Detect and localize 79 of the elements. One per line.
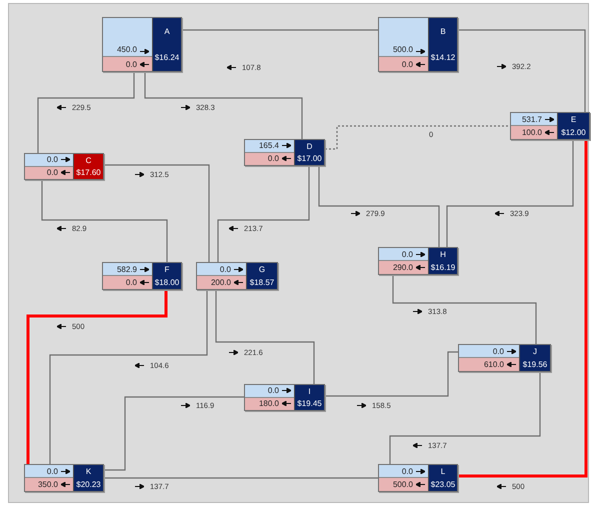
generation-value: 582.9 [116,264,137,274]
transmission-line [389,372,541,464]
bus-name: B [440,26,446,36]
bus-box [244,384,325,411]
price-label: $23.05 [430,480,456,489]
bus-box [196,262,278,290]
bus-box [244,139,325,166]
congested-line [26,290,168,464]
bus-box [458,344,551,372]
generation-value: 0.0 [402,466,413,476]
price-label: $12.00 [561,128,586,137]
load-value: 0.0 [268,154,279,164]
bus-box [24,464,104,492]
generation-value: 0.0 [402,250,413,258]
load-value: 180.0 [258,399,279,408]
bus-name: J [533,347,537,356]
generation-value: 0.0 [46,466,58,476]
load-value: 500.0 [392,480,413,489]
load-value: 0.0 [126,278,137,287]
transmission-line [104,477,378,479]
transmission-line [104,396,244,471]
generation-value: 0.0 [220,264,231,274]
generation-value: 0.0 [268,386,279,396]
generation-value: 500.0 [392,45,413,54]
price-label: $19.56 [522,360,548,369]
bus-name: D [306,142,312,151]
transmission-line [458,29,586,112]
load-value: 0.0 [46,168,58,178]
transmission-line [182,29,378,31]
bus-box [24,153,104,180]
load-value: 100.0 [522,128,542,137]
bus-name: A [164,26,170,36]
load-value: 0.0 [402,60,413,68]
bus-name: H [440,250,446,259]
bus-name: L [440,467,446,476]
price-label: $17.00 [297,154,322,164]
generation-value: 165.4 [258,141,279,150]
bus-box [102,17,182,72]
generation-value: 0.0 [46,155,58,164]
bus-name: I [308,386,311,396]
price-label: $14.12 [430,53,456,62]
load-value: 0.0 [126,60,137,68]
transmission-line [325,351,458,397]
bus-box [378,17,458,72]
congested-line [458,140,588,478]
transmission-line [104,164,210,262]
load-value: 350.0 [38,480,58,489]
bus-name: E [570,115,576,124]
transmission-line [37,72,135,153]
load-value: 200.0 [210,278,231,287]
bus-name: G [258,265,266,274]
bus-box [102,262,182,290]
generation-value: 450.0 [116,45,137,54]
bus-name: K [86,467,92,476]
bus-name: F [164,265,170,274]
transmission-line [446,140,574,247]
transmission-line [215,290,315,384]
price-label: $17.60 [76,168,101,178]
generation-value: 531.7 [522,114,542,124]
transmission-line [41,180,168,262]
bus-box [378,464,458,492]
transmission-line [217,166,310,262]
transmission-line [318,166,440,247]
load-value: 610.0 [484,360,504,369]
transmission-line [49,290,208,464]
generation-value: 0.0 [492,346,504,356]
price-label: $19.45 [297,399,322,408]
price-label: $18.00 [154,278,180,287]
price-label: $20.23 [76,480,101,489]
transmission-line [392,275,537,344]
transmission-line [325,125,510,150]
price-label: $16.24 [154,53,180,62]
price-label: $16.19 [430,263,456,272]
bus-box [378,247,458,275]
bus-box [510,112,590,140]
transmission-line [144,72,303,139]
load-value: 290.0 [392,263,413,272]
bus-name: C [86,156,92,165]
price-label: $18.57 [250,278,274,287]
